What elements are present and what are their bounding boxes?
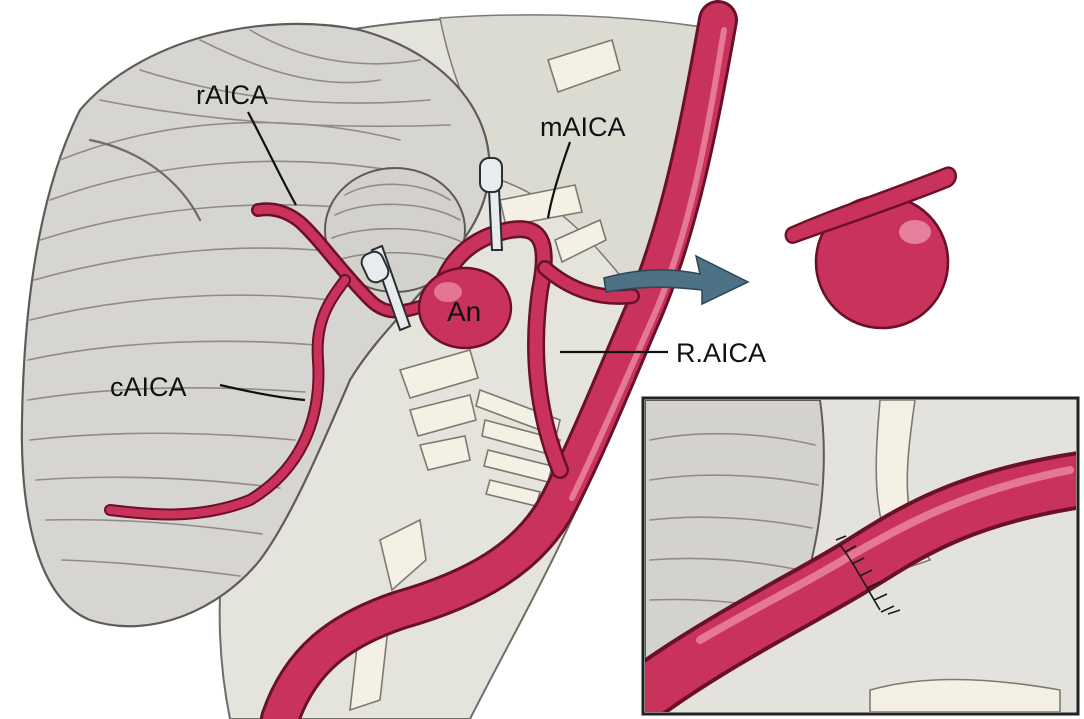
aneurysm-clip-icon — [479, 157, 504, 251]
flocculus-folia — [331, 183, 463, 263]
label-aneurysm: An — [447, 296, 481, 327]
excised-aneurysm — [784, 166, 957, 330]
main-artery-trunk — [260, 0, 738, 719]
label-raica: rAICA — [196, 80, 268, 110]
leader-lines — [219, 111, 668, 402]
main-scene: An rAICA mAICA cAIC — [20, 0, 957, 719]
aneurysm: An — [417, 266, 513, 350]
anastomosis-inset — [641, 396, 1080, 716]
cerebellar-folia — [27, 29, 451, 577]
label-caica: cAICA — [110, 372, 187, 402]
curved-arrow-icon — [603, 254, 750, 306]
cranial-nerves — [349, 38, 621, 712]
aica-loop — [431, 220, 640, 479]
anastomosis-sutures — [835, 535, 901, 615]
label-r-aica: R.AICA — [676, 338, 766, 368]
label-maica: mAICA — [540, 112, 626, 142]
aneurysm-clip-icon — [360, 244, 412, 332]
